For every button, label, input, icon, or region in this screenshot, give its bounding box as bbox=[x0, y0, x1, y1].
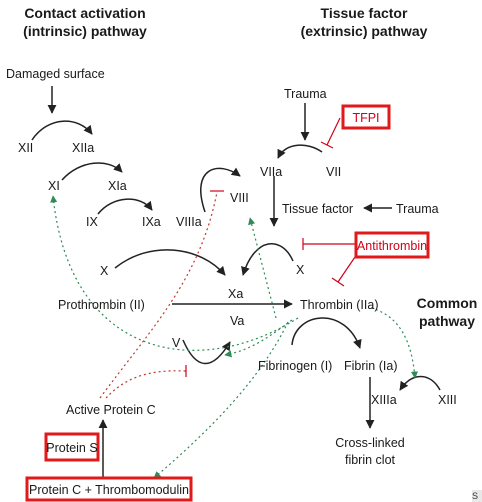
protein-c-thrombomodulin-box: Protein C + Thrombomodulin bbox=[25, 476, 193, 502]
label-tissue-factor: Tissue factor bbox=[282, 202, 353, 216]
arrow-fibrinogen-to-fibrin bbox=[291, 317, 362, 349]
svg-text:(intrinsic) pathway: (intrinsic) pathway bbox=[23, 23, 147, 39]
label-viii: VIII bbox=[230, 191, 249, 205]
label-xi: XI bbox=[48, 179, 60, 193]
label-fibrinogen: Fibrinogen (I) bbox=[258, 359, 332, 373]
intrinsic-pathway-header: Contact activation (intrinsic) pathway bbox=[23, 5, 147, 39]
label-crosslinked-fibrin-clot: Cross-linked fibrin clot bbox=[335, 436, 405, 467]
label-ix: IX bbox=[86, 215, 98, 229]
apc-inhibits-viii-line bbox=[99, 191, 218, 399]
label-damaged-surface: Damaged surface bbox=[6, 67, 105, 81]
svg-text:TFPI: TFPI bbox=[352, 111, 379, 125]
svg-text:Antithrombin: Antithrombin bbox=[357, 239, 427, 253]
corner-tag: S bbox=[472, 490, 482, 502]
svg-text:pathway: pathway bbox=[419, 313, 475, 329]
svg-text:(extrinsic) pathway: (extrinsic) pathway bbox=[301, 23, 428, 39]
antithrombin-thrombin-bar bbox=[331, 277, 345, 287]
label-xiia: XIIa bbox=[72, 141, 94, 155]
label-prothrombin: Prothrombin (II) bbox=[58, 298, 145, 312]
arrow-ix-to-ixa bbox=[97, 198, 153, 215]
label-thrombin: Thrombin (IIa) bbox=[300, 298, 379, 312]
label-active-protein-c: Active Protein C bbox=[66, 403, 156, 417]
arrow-xi-to-xia bbox=[61, 162, 123, 181]
svg-text:Cross-linked: Cross-linked bbox=[335, 436, 405, 450]
tfpi-inhibition-line bbox=[326, 117, 341, 146]
common-pathway-header: Common pathway bbox=[417, 295, 478, 329]
label-xii: XII bbox=[18, 141, 33, 155]
tfpi-box: TFPI bbox=[341, 104, 391, 130]
arrow-x-left-to-xa bbox=[114, 249, 226, 276]
arrow-v-to-va bbox=[182, 339, 231, 365]
svg-text:Common: Common bbox=[417, 295, 478, 311]
antithrombin-to-thrombin-line bbox=[337, 256, 356, 283]
tfpi-inhibition-bar bbox=[320, 141, 334, 149]
inhibition-lines bbox=[302, 117, 356, 287]
label-xia: XIa bbox=[108, 179, 127, 193]
svg-text:Protein C + Thrombomodulin: Protein C + Thrombomodulin bbox=[29, 483, 189, 497]
label-trauma-mid: Trauma bbox=[396, 202, 439, 216]
arrow-xiii-to-xiiia bbox=[399, 375, 441, 391]
apc-inhibits-v-line bbox=[105, 370, 187, 399]
label-v: V bbox=[172, 336, 181, 350]
feedback-thrombin-to-protein-c bbox=[153, 321, 289, 479]
feedback-thrombin-to-viii bbox=[248, 217, 277, 319]
svg-text:Protein S: Protein S bbox=[46, 441, 97, 455]
label-viia: VIIa bbox=[260, 165, 282, 179]
svg-text:fibrin clot: fibrin clot bbox=[345, 453, 396, 467]
protein-s-box: Protein S bbox=[44, 432, 100, 462]
label-fibrin: Fibrin (Ia) bbox=[344, 359, 397, 373]
arrow-viii-to-viiia bbox=[200, 167, 241, 213]
thrombin-feedback-lines bbox=[50, 195, 419, 479]
label-ixa: IXa bbox=[142, 215, 161, 229]
label-xiiia: XIIIa bbox=[371, 393, 397, 407]
arrow-xii-to-xiia bbox=[31, 120, 93, 141]
activation-arrows bbox=[31, 86, 441, 478]
feedback-thrombin-to-xi bbox=[50, 195, 299, 351]
arrow-x-right-to-xa bbox=[241, 243, 294, 276]
extrinsic-pathway-header: Tissue factor (extrinsic) pathway bbox=[301, 5, 428, 39]
label-vii: VII bbox=[326, 165, 341, 179]
label-x-right: X bbox=[296, 263, 305, 277]
svg-text:Contact activation: Contact activation bbox=[24, 5, 145, 21]
label-viiia: VIIIa bbox=[176, 215, 202, 229]
svg-text:Tissue factor: Tissue factor bbox=[321, 5, 408, 21]
label-x-left: X bbox=[100, 264, 109, 278]
label-xa: Xa bbox=[228, 287, 243, 301]
feedback-thrombin-to-xiii bbox=[370, 307, 419, 379]
antithrombin-box: Antithrombin bbox=[354, 231, 430, 259]
protein-c-inhibition-lines bbox=[99, 190, 224, 399]
label-trauma-top: Trauma bbox=[284, 87, 327, 101]
arrow-vii-to-viia bbox=[277, 144, 323, 159]
label-xiii: XIII bbox=[438, 393, 457, 407]
label-va: Va bbox=[230, 314, 244, 328]
